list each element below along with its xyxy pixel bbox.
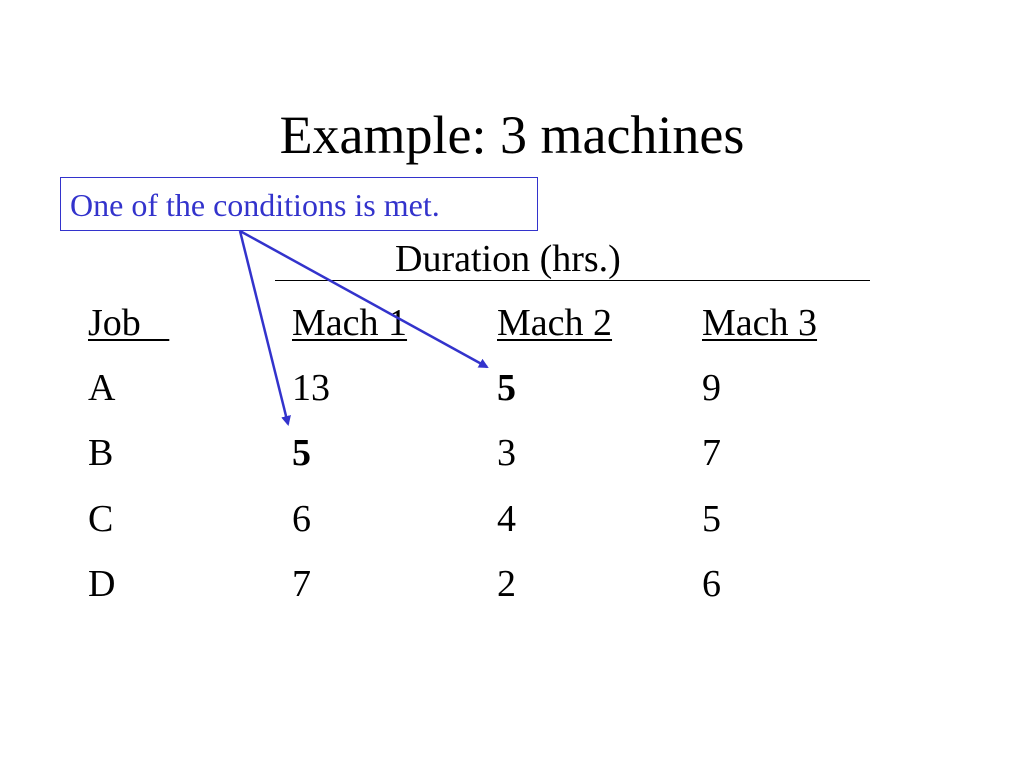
slide-title: Example: 3 machines: [279, 105, 745, 165]
row-a-job: A: [88, 367, 116, 409]
header-mach-2: Mach 2: [497, 302, 613, 344]
row-d-job: D: [88, 563, 116, 605]
row-d-mach-1: 7: [292, 563, 311, 605]
row-a-mach-1: 13: [292, 367, 330, 409]
condition-callout-text: One of the conditions is met.: [70, 187, 440, 223]
row-b-mach-1-highlighted: 5: [292, 432, 311, 474]
row-c-mach-2: 4: [497, 498, 516, 540]
arrow-to-mach-1: [238, 230, 291, 426]
header-mach-1: Mach 1: [292, 302, 408, 344]
duration-header-rule: [275, 280, 870, 281]
row-b-job: B: [88, 432, 114, 474]
row-b-mach-3: 7: [702, 432, 721, 474]
row-b-mach-2: 3: [497, 432, 516, 474]
row-a-mach-2-highlighted: 5: [497, 367, 516, 409]
row-c-job: C: [88, 498, 114, 540]
row-a-mach-3: 9: [702, 367, 721, 409]
condition-callout-box: One of the conditions is met.: [60, 177, 538, 231]
header-job: Job: [88, 302, 170, 344]
row-c-mach-3: 5: [702, 498, 721, 540]
row-d-mach-3: 6: [702, 563, 721, 605]
duration-header: Duration (hrs.): [395, 238, 621, 280]
header-mach-3: Mach 3: [702, 302, 818, 344]
row-c-mach-1: 6: [292, 498, 311, 540]
row-d-mach-2: 2: [497, 563, 516, 605]
